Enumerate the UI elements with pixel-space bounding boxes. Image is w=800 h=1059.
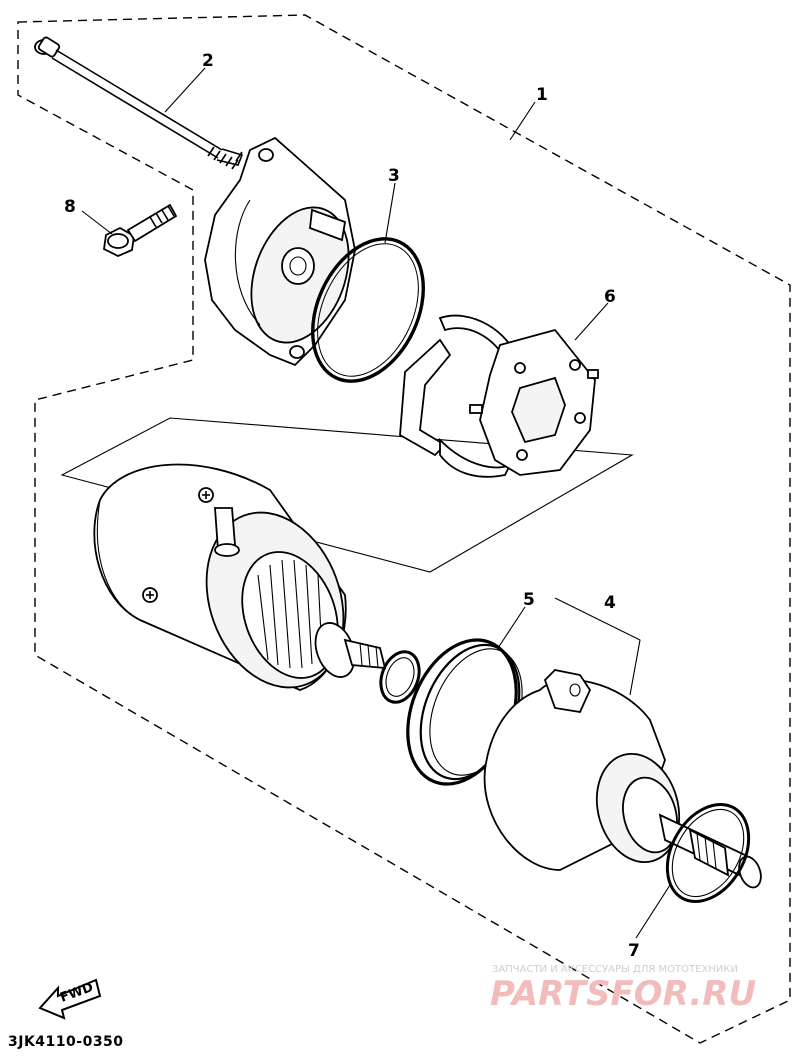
bolt-long xyxy=(34,36,244,170)
front-o-ring xyxy=(665,803,751,903)
o-ring xyxy=(310,237,426,383)
yoke xyxy=(93,463,387,691)
callout-8: 8 xyxy=(64,197,76,217)
callout-4: 4 xyxy=(604,593,616,613)
fwd-arrow: FWD xyxy=(38,978,102,1020)
watermark-tagline: ЗАПЧАСТИ И АКСЕССУАРЫ ДЛЯ МОТОТЕХНИКИ xyxy=(492,964,738,975)
callout-2: 2 xyxy=(202,51,214,71)
callout-1: 1 xyxy=(536,85,548,105)
callout-6: 6 xyxy=(604,287,616,307)
brush-holder xyxy=(399,314,599,478)
leader-lines xyxy=(81,67,671,939)
watermark-brand: PARTSFOR.RU xyxy=(490,974,756,1014)
end-cover xyxy=(204,136,356,367)
assembly-outline xyxy=(17,14,791,1044)
small-o-ring xyxy=(379,650,421,704)
callout-3: 3 xyxy=(388,166,400,186)
diagram-code: 3JK4110-0350 xyxy=(8,1034,124,1050)
bolt-short xyxy=(103,203,178,257)
callout-5: 5 xyxy=(523,590,535,610)
callout-7: 7 xyxy=(628,941,640,961)
front-cover xyxy=(483,669,762,889)
